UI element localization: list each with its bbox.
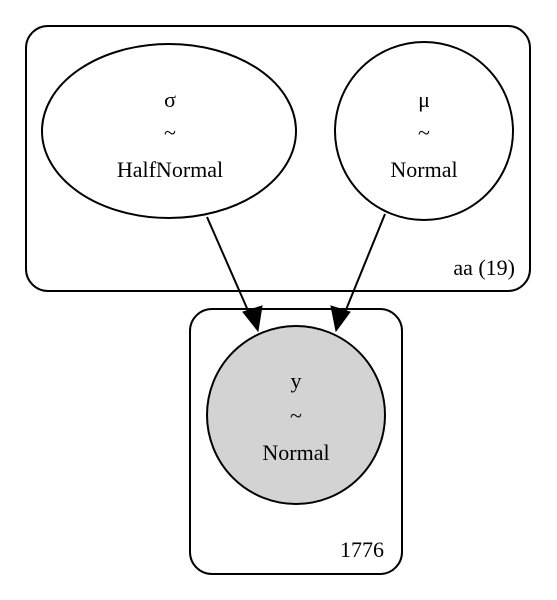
node-y: y ~ Normal	[206, 325, 386, 505]
node-mu-tilde: ~	[418, 120, 430, 145]
plate-aa-label: aa (19)	[453, 255, 515, 280]
node-mu: μ ~ Normal	[334, 41, 514, 221]
plate-obs: 1776	[189, 308, 403, 575]
node-mu-circle	[334, 41, 514, 221]
edge-mu-to-y	[340, 213, 386, 323]
edges	[206, 213, 386, 333]
edge-sigma-to-y-arrowhead	[242, 305, 263, 333]
node-y-circle	[206, 325, 386, 505]
node-y-tilde: ~	[290, 403, 302, 428]
node-y-name: y	[291, 368, 302, 393]
plate-aa: aa (19)	[25, 25, 531, 292]
node-sigma-distribution: HalfNormal	[117, 157, 223, 182]
node-mu-name: μ	[418, 87, 430, 112]
edge-mu-to-y-arrowhead	[330, 305, 351, 333]
plate-obs-box	[189, 308, 403, 575]
edge-sigma-to-y	[206, 216, 254, 323]
plate-aa-box	[25, 25, 531, 292]
node-sigma-tilde: ~	[164, 120, 176, 145]
node-sigma: σ ~ HalfNormal	[41, 43, 297, 219]
node-mu-distribution: Normal	[390, 157, 457, 182]
plate-obs-label: 1776	[340, 537, 384, 562]
node-y-distribution: Normal	[262, 440, 329, 465]
node-sigma-ellipse	[41, 43, 297, 219]
node-sigma-name: σ	[164, 87, 176, 112]
